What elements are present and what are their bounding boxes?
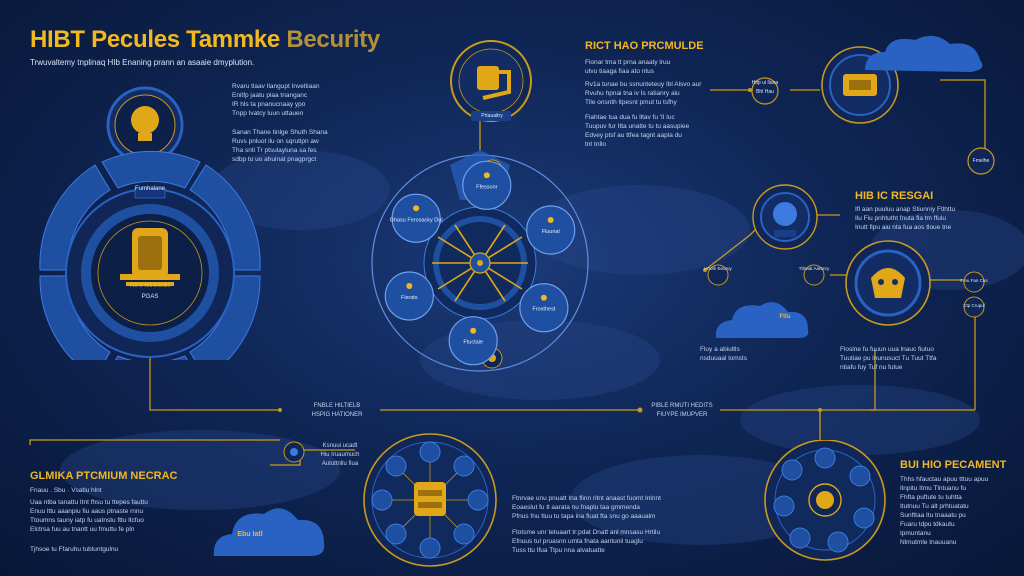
- hub-node: Ffessonr: [462, 160, 512, 210]
- bottom-left-cloud: [213, 508, 325, 556]
- mid-right-heading: HIB IC RESGAI: [855, 190, 934, 202]
- bottom-right-text: Thhs hfauctau apuu tttuu apuu Ilnpitu It…: [900, 476, 989, 546]
- hub-node: Ghasu Ferosacky Dul: [390, 193, 443, 243]
- hub-node-circle: [526, 205, 576, 255]
- mid-right-label-node-2: [803, 264, 825, 286]
- top-right-small-node: [751, 77, 779, 105]
- hub-node-icon: [483, 172, 490, 179]
- bottom-left-sub: Fnauu . Sbu · Vsatlu hlnt: [30, 487, 102, 494]
- left-text-block-2: Sanan Thane tinlge Shuth Shana Ruvs pnlu…: [232, 129, 328, 163]
- flow-label-right: PIBLE RMUTI HEDITS FIUYPE IMUPVER: [651, 403, 713, 418]
- title-main: HIBT Pecules Tammke: [30, 26, 280, 53]
- left-text-block-1: Rvaru tlaav Ilangupt Inveltiaan Enitfp j…: [232, 83, 320, 117]
- page-subtitle: Trwuvaltemy tnplinaq HIb Enaning prann a…: [30, 58, 255, 67]
- bottom-center-diagram: [363, 433, 497, 567]
- left-ring-diagram: [39, 86, 261, 360]
- top-right-cloud: [865, 35, 983, 72]
- page-title: HIBT Pecules Tammke Becurity: [30, 26, 380, 54]
- bottom-right-diagram: [764, 440, 886, 561]
- hub-node-label: Fluunal: [542, 229, 560, 235]
- mid-right-label-2: Ttlnaat Aartmry: [798, 266, 830, 271]
- hub-node-icon: [547, 217, 554, 224]
- bottom-left-text: Uaa ntba tanattu Itnt fhsu tu ttepes fau…: [30, 499, 148, 533]
- mid-right-cloud-label: Ftlu: [779, 314, 791, 320]
- hub-node-circle: [384, 271, 434, 321]
- top-center-badge-label: Prtauaitry: [481, 113, 503, 119]
- hub-node-icon: [540, 294, 547, 301]
- hub-node-circle: [462, 160, 512, 210]
- mid-right-label-1: Hnoth Eeoruy: [704, 266, 732, 271]
- top-right-end-node: [967, 147, 995, 175]
- top-right-badge-2: Bhl Hau: [756, 89, 774, 95]
- mid-right-label-node-3: [963, 271, 985, 293]
- top-right-badge-3: Fmelhe: [972, 158, 990, 164]
- hub-node-icon: [406, 282, 413, 289]
- hub-node: Fisrats: [384, 271, 434, 321]
- bottom-left-footer: Tjhsoe tu Ffaruhu tubluntgulnu: [30, 546, 119, 553]
- hub-node-circle: [391, 193, 441, 243]
- top-center-text-3: Fiahtae tua dua fu lltav fu 'Il Iuc Tuup…: [585, 114, 690, 148]
- mid-right-caption-1: Fluy a abiultls nsduuaal lomsts: [700, 346, 747, 362]
- bottom-left-small-node: [283, 441, 305, 463]
- mid-right-cloud: [715, 302, 809, 338]
- left-ring-caption-2: PGAS: [141, 294, 159, 300]
- bottom-left-heading: GLMIKA PTCMIUM NECRAC: [30, 470, 178, 482]
- top-right-badge-1: Hitp ui Ilana: [751, 80, 779, 86]
- bottom-center-text-2: Ftotsme unr tetuaart tr:pdat Dnatt anl m…: [512, 529, 661, 554]
- hub-node-label: Froxthest: [532, 307, 555, 313]
- mid-right-caption-2: Floslne fu fuuun uua lnauc fiutuo Tuutia…: [840, 346, 937, 371]
- hub-diagram: Ghasu Ferosacky Dul FfessonrFluunalFroxth…: [371, 150, 589, 372]
- hub-node: Fluunal: [526, 205, 576, 255]
- flow-label-left: FNBLE HILTIELB HSPIG HATIONER: [311, 403, 363, 418]
- mid-right-label-node-1: [707, 264, 729, 286]
- mid-right-node: [752, 184, 818, 250]
- top-center-badge: [450, 40, 532, 122]
- hub-node-circle: [448, 316, 498, 366]
- hub-node-icon: [413, 205, 420, 212]
- hub-node: Froxthest: [519, 283, 569, 333]
- hub-node-label: Ftuctaie: [463, 340, 483, 346]
- title-suffix: Becurity: [286, 26, 380, 53]
- mid-right-label-node-4: [963, 296, 985, 318]
- mid-right-label-3: Fmu Fan Cus: [960, 278, 988, 283]
- hub-node-label: Ghasu Ferosacky Dul: [390, 217, 443, 223]
- bottom-left-cloud-label: Ebu Iatl: [237, 531, 263, 538]
- top-center-text-2: Rv1a tunae bu ssnunteteuy Ibl Alsvo aur …: [585, 81, 702, 106]
- hub-node-label: Fisrats: [401, 295, 418, 301]
- bottom-right-heading: BUI HIO PECAMENT: [900, 459, 1007, 471]
- hub-node-circle: [519, 283, 569, 333]
- hub-node-label: Ffessonr: [476, 184, 498, 190]
- hub-node-icon: [470, 327, 477, 334]
- left-ring-caption: Rx fr hfirerenlrt: [130, 283, 170, 289]
- top-center-text-1: Flonar tma tt prna anaaty lruu utvu tiaa…: [585, 59, 671, 75]
- mid-right-gold-badge: [845, 240, 931, 326]
- mid-right-text: Ifl aan puuluu anap Stiunniy Ftlhttu Ilu…: [855, 206, 956, 231]
- left-ring-label: Fumhalane: [134, 186, 166, 192]
- hub-node: Ftuctaie: [448, 316, 498, 366]
- bottom-center-text-1: Ftnrvae unu pnuatt Ina flinn ritnt anaas…: [512, 495, 661, 520]
- bottom-left-center-label: Ksnuui ucadt Hiu Iruaumuch Aututtnllu fi…: [320, 443, 360, 467]
- top-center-heading: RICT HAO PRCMULDE: [585, 40, 704, 52]
- mid-right-label-4: Ctp Crupul: [963, 303, 985, 308]
